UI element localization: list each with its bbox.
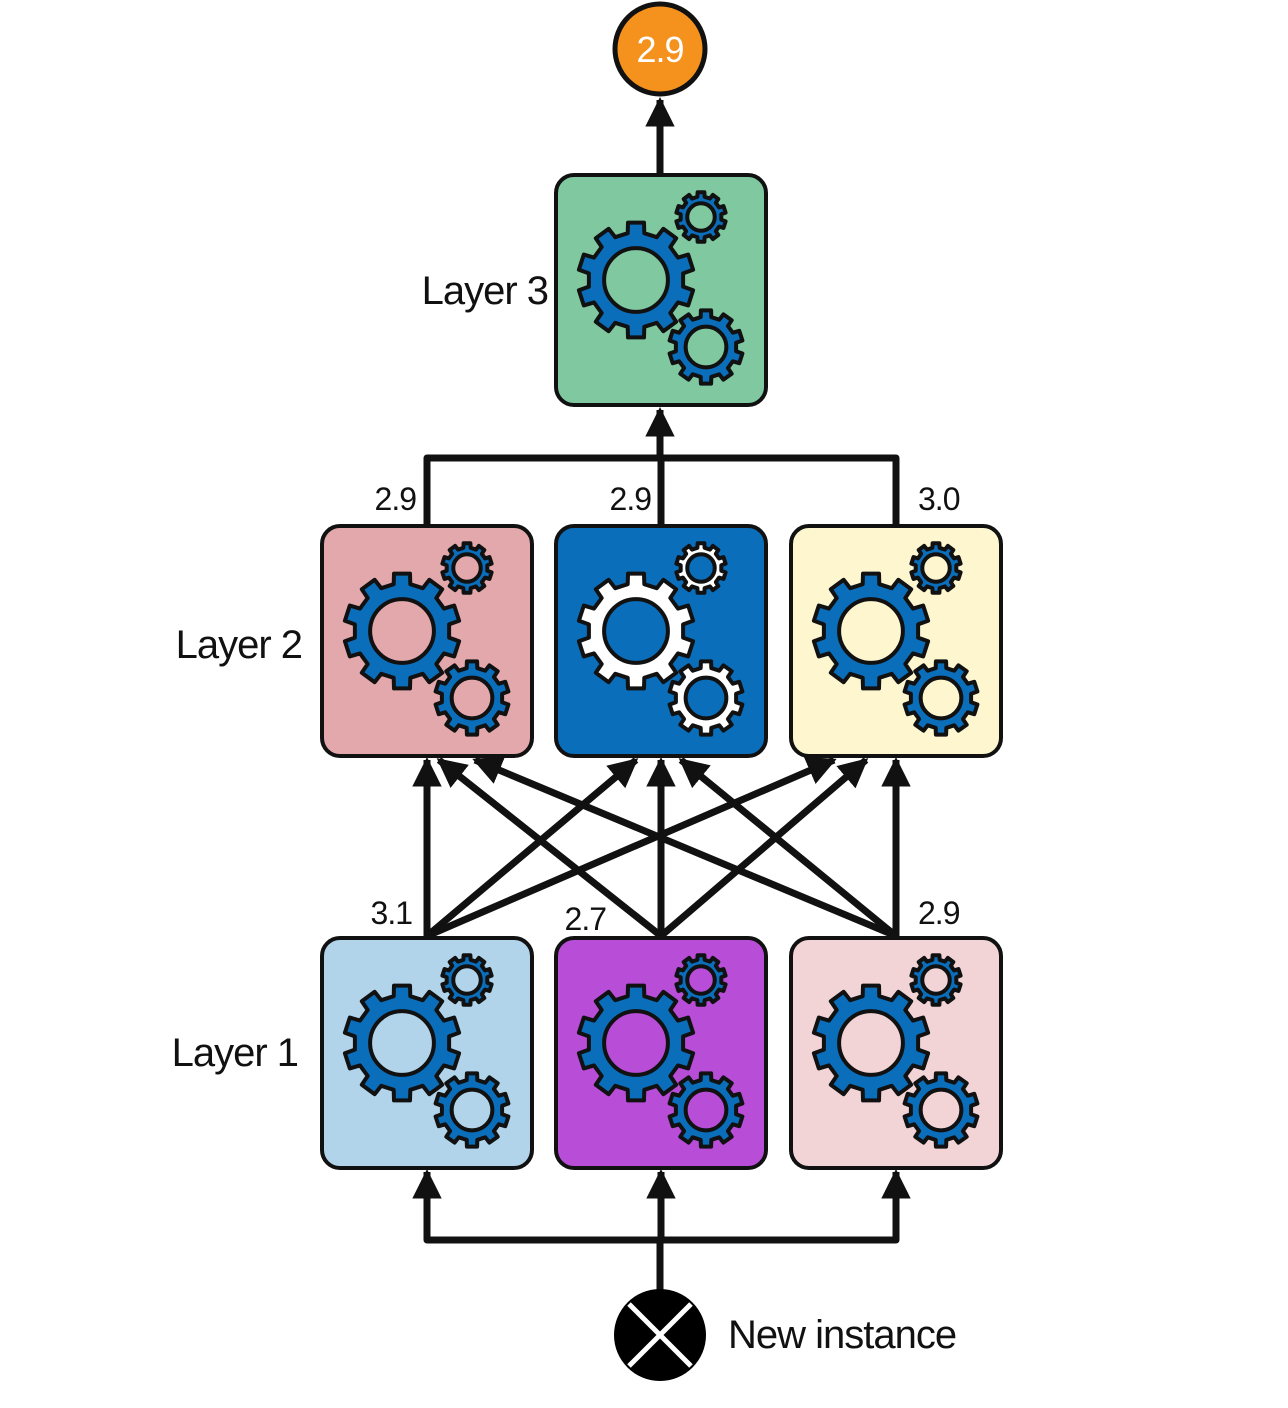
layer-2-label: Layer 2	[176, 623, 302, 667]
arrow-l1p3-to-l2p2	[678, 757, 899, 939]
layer-2-predictor-1	[320, 524, 534, 758]
gear-small-hole	[920, 552, 952, 584]
layer-1-predictor-1	[320, 936, 534, 1170]
layer-1-predictor-3	[789, 936, 1003, 1170]
layer-3-predictor-1	[554, 173, 768, 407]
gears-icon	[576, 541, 745, 737]
gear-large-hole	[368, 597, 436, 665]
output-circle	[612, 1, 708, 97]
gear-medium-hole	[918, 1087, 964, 1133]
gear-large-hole	[368, 1009, 436, 1077]
gear-large-hole	[602, 246, 670, 314]
x-circle-icon-stroke-b	[627, 1302, 693, 1368]
gear-medium-hole	[683, 324, 729, 370]
new-instance-node: New instance	[614, 1289, 957, 1381]
gear-small-hole	[685, 964, 717, 996]
final-prediction-node: 2.9	[612, 1, 708, 97]
layer-1-predictor-3-value: 2.9	[918, 895, 960, 931]
gear-medium-hole	[683, 1087, 729, 1133]
arrow-l1p1-to-l2p2	[424, 757, 639, 939]
layer-1-predictor-2-value: 2.7	[565, 901, 607, 937]
gears-icon	[342, 541, 511, 737]
new-instance-label: New instance	[728, 1313, 956, 1357]
layer-1-label: Layer 1	[172, 1031, 298, 1075]
gear-large-hole	[837, 1009, 905, 1077]
layer-2-predictor-2-value: 2.9	[610, 481, 652, 517]
connectors	[412, 97, 911, 1290]
gear-small-hole	[685, 201, 717, 233]
predictor-boxes	[320, 173, 1003, 1170]
gear-medium-hole	[449, 1087, 495, 1133]
gear-medium-hole	[918, 675, 964, 721]
gears-icon	[342, 953, 511, 1149]
gears-icon	[811, 541, 980, 737]
gear-small-hole	[685, 552, 717, 584]
arrow-l1p2-to-l2p1	[436, 757, 664, 939]
arrow-l1p2-to-l2p3	[658, 757, 869, 939]
arrow-l1p1-to-l2p3	[425, 756, 837, 940]
gear-small-hole	[451, 552, 483, 584]
gear-medium-hole	[683, 675, 729, 721]
layer-2-predictor-1-value: 2.9	[375, 481, 417, 517]
gear-medium-hole	[449, 675, 495, 721]
gears-icon	[576, 953, 745, 1149]
layer-3-label: Layer 3	[422, 269, 548, 313]
gear-small-hole	[451, 964, 483, 996]
arrow-l1p3-to-l2p1	[472, 756, 898, 940]
gear-small-hole	[920, 964, 952, 996]
gears-icon	[811, 953, 980, 1149]
gear-large-hole	[602, 597, 670, 665]
layer-1-predictor-2	[554, 936, 768, 1170]
gear-large-hole	[837, 597, 905, 665]
layer-2-predictor-3	[789, 524, 1003, 758]
final-prediction-value: 2.9	[636, 29, 683, 70]
gear-large-hole	[602, 1009, 670, 1077]
layer-2-predictor-3-value: 3.0	[918, 481, 960, 517]
layer-2-predictor-2	[554, 524, 768, 758]
layer-1-predictor-1-value: 3.1	[371, 895, 413, 931]
gears-icon	[576, 190, 745, 386]
